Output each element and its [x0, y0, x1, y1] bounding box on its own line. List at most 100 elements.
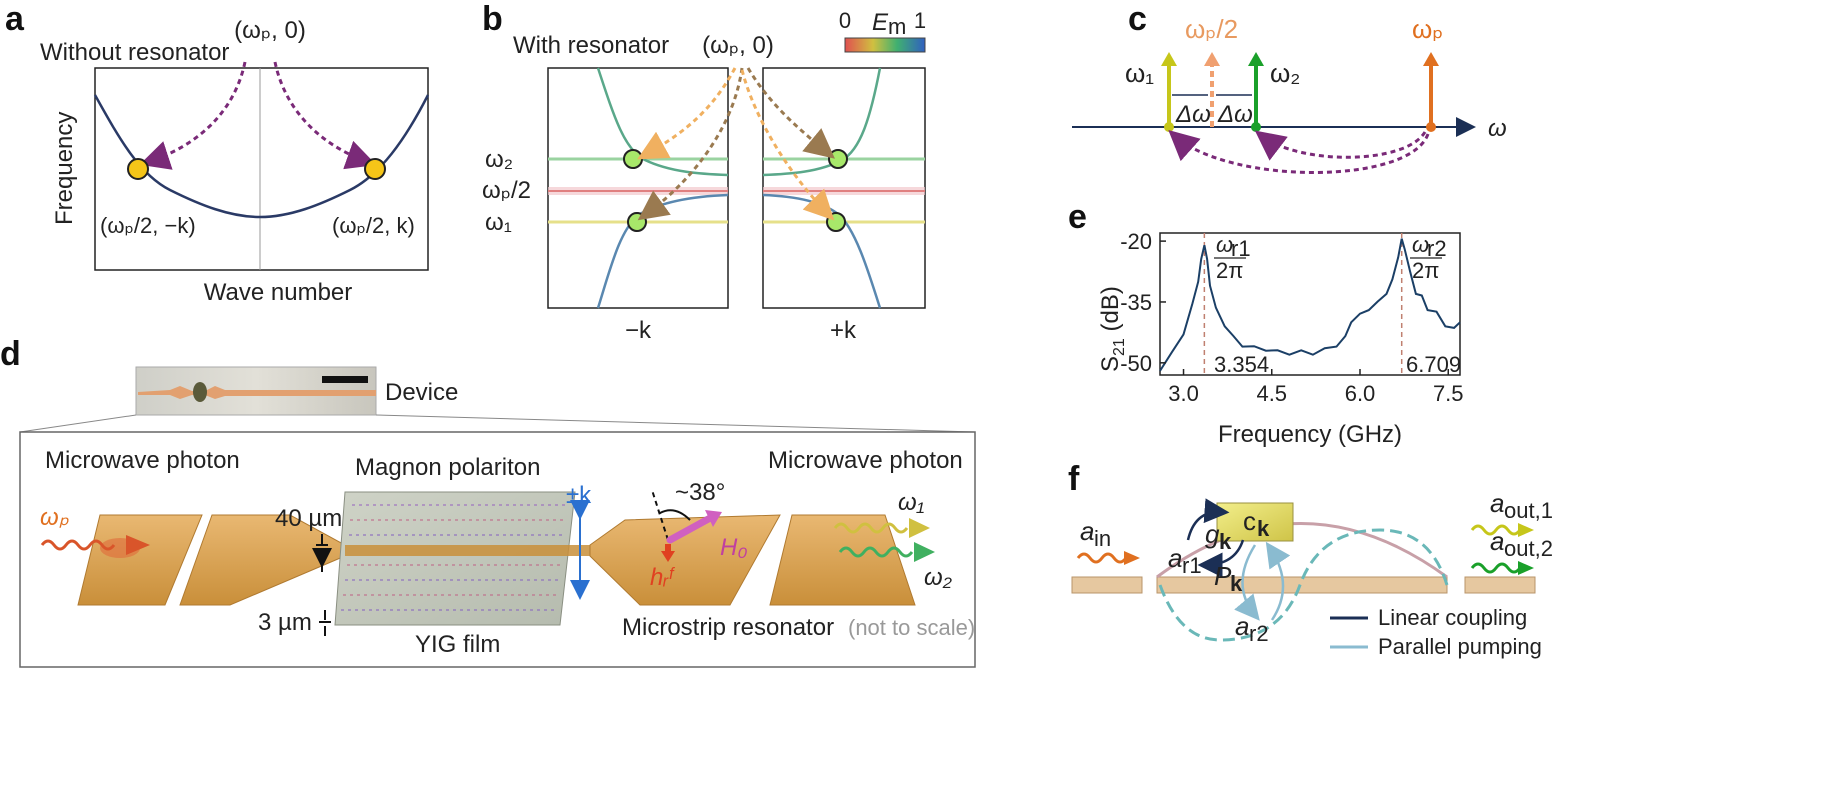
chart-r2-den: 2π — [1412, 258, 1439, 283]
panel-c-wp-dot — [1426, 122, 1436, 132]
panel-c-axis-label: ω — [1488, 115, 1507, 142]
panel-c-dw-right-label: Δω — [1217, 101, 1253, 128]
panel-c: c ω Δω Δω ω₁ ω₂ ωₚ/2 ωₚ — [1072, 0, 1507, 174]
resonator-note: (not to scale) — [848, 615, 975, 640]
resonator-strip — [1156, 576, 1448, 594]
mode-r2 — [1158, 528, 1449, 642]
pk-label: P — [1214, 561, 1232, 591]
chart-xtick-label-1: 3.0 — [1168, 381, 1199, 406]
panel-b-left-w2-point — [623, 149, 643, 169]
panel-b-wp2-label: ωₚ/2 — [482, 177, 531, 204]
aout2-wave — [1470, 562, 1522, 574]
panel-c-w2-label: ω₂ — [1270, 58, 1300, 88]
panel-c-wp-arrowhead — [1423, 52, 1439, 66]
panel-b-arrow-right-w1 — [740, 69, 835, 221]
magnon-texture — [341, 504, 568, 611]
microstrip-line — [345, 545, 590, 556]
colorbar-label: E — [872, 9, 889, 36]
panel-b-w2-label: ω₂ — [485, 146, 513, 173]
panel-c-label: c — [1128, 0, 1147, 38]
angle-label: ~38° — [675, 479, 725, 506]
panel-b-left-w1-point — [627, 212, 647, 232]
chart-xtick-label-2: 4.5 — [1256, 381, 1287, 406]
right-photon-w2-label: ω₂ — [924, 564, 952, 591]
panel-b-right-k: +k — [830, 317, 857, 344]
device-label: Device — [385, 379, 458, 406]
panel-b-w1-label: ω₁ — [485, 209, 512, 236]
panel-a-label: a — [5, 0, 25, 38]
panel-b-arrow-right-w2 — [746, 67, 835, 159]
h0-arrow — [666, 513, 716, 544]
gk-label: g — [1205, 519, 1220, 549]
panel-f-label: f — [1068, 460, 1080, 498]
right-photon-w2-wave — [838, 546, 914, 558]
gk-arrow-down — [1197, 539, 1245, 578]
hrf-arrowhead — [661, 551, 675, 562]
panel-c-w1-dot — [1164, 122, 1174, 132]
panel-d: d Device Microwave photon Microwave phot… — [0, 335, 976, 668]
chart-r2-sub: r2 — [1427, 236, 1447, 261]
device-scale-bar — [322, 376, 368, 383]
panel-b-left-lower-branch — [596, 193, 729, 309]
angle-arc — [659, 509, 691, 521]
gap2-label: 3 µm — [258, 609, 312, 636]
panel-b-left-upper-branch — [596, 67, 729, 177]
panel-c-wp2-label: ωₚ/2 — [1185, 14, 1238, 44]
panel-b-pump-label: (ωₚ, 0) — [702, 32, 774, 59]
panel-b-right-w2-point — [828, 149, 848, 169]
panel-a-frame — [94, 67, 429, 271]
chart-r1-num: ω — [1216, 232, 1233, 257]
left-photon-wave — [40, 539, 116, 551]
panel-d-label: d — [0, 335, 21, 373]
chart-series-line-1 — [1159, 238, 1461, 372]
panel-b: b With resonator (ωₚ, 0) 0 1 E m ω₂ — [482, 0, 926, 344]
chart-r1-den: 2π — [1216, 258, 1243, 283]
ain-wave — [1076, 552, 1128, 564]
panel-b-right-lower-branch — [762, 193, 882, 309]
panel-b-label: b — [482, 0, 503, 38]
colorbar-label-sub: m — [888, 14, 906, 39]
h0-label: H₀ — [720, 534, 747, 561]
panel-a-xlabel: Wave number — [204, 279, 353, 306]
yig-film — [334, 491, 576, 626]
ar2-sub: r2 — [1249, 621, 1269, 646]
chart-xtick-label-3: 6.0 — [1345, 381, 1376, 406]
panel-b-title: With resonator — [513, 32, 669, 59]
gap1-label: 40 µm — [275, 505, 342, 532]
hrf-label: hᵣᶠ — [650, 564, 676, 591]
device-photo-sample — [193, 382, 207, 402]
right-photon-w1-arrowhead — [909, 518, 930, 538]
ain-arrowhead — [1124, 551, 1140, 565]
mode-r1 — [1156, 522, 1448, 579]
ar1-label: a — [1168, 543, 1182, 573]
ain-sub: in — [1094, 526, 1111, 551]
panel-a-right-point — [364, 158, 386, 180]
device-photo-strip — [138, 386, 376, 399]
gk-arrow-up — [1186, 498, 1230, 541]
ar1-sub: r1 — [1182, 553, 1202, 578]
colorbar-min: 0 — [839, 8, 851, 33]
panel-c-wp2-arrowhead — [1204, 52, 1220, 66]
panel-c-w2-arrowhead — [1248, 52, 1264, 66]
panel-a-dispersion-curve — [93, 94, 430, 219]
aout1-arrowhead — [1518, 523, 1534, 537]
pk-arrow-down — [1234, 544, 1260, 621]
panel-f: f a in a out,1 a out,2 c k g k a r1 P k … — [1068, 460, 1553, 659]
aout1-wave — [1470, 524, 1522, 536]
ck-sub: k — [1257, 516, 1270, 541]
zoom-line-right — [375, 414, 976, 433]
colorbar — [844, 37, 926, 53]
panel-b-arrow-left-w2 — [637, 67, 737, 160]
colorbar-max: 1 — [914, 8, 926, 33]
panel-c-wp-label: ωₚ — [1412, 14, 1443, 44]
panel-c-dw-left-label: Δω — [1175, 101, 1211, 128]
panel-a-right-arrow — [273, 61, 377, 170]
aout2-arrowhead — [1518, 561, 1534, 575]
chart-ytick-label-3: -50 — [1120, 351, 1152, 376]
panel-a-ylabel: Frequency — [51, 112, 78, 225]
panel-a-left-point — [127, 158, 149, 180]
gk-sub: k — [1219, 529, 1232, 554]
aout1-sub: out,1 — [1504, 498, 1553, 523]
